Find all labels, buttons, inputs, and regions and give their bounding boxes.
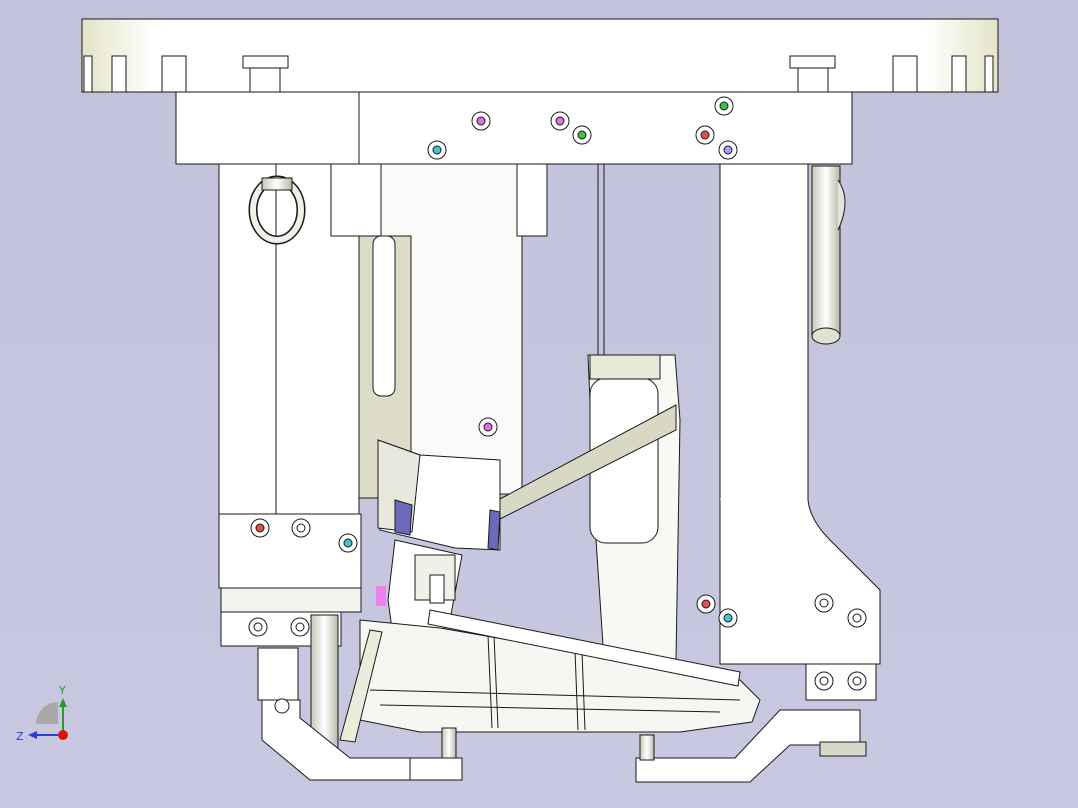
bolt bbox=[718, 608, 738, 628]
bolt bbox=[847, 608, 867, 628]
bolt bbox=[814, 671, 834, 691]
bolt bbox=[695, 125, 715, 145]
bolt-heads bbox=[248, 96, 867, 714]
bolt bbox=[427, 140, 447, 160]
eye-bolt bbox=[248, 175, 306, 245]
right-cylinder bbox=[811, 165, 841, 337]
bolt bbox=[471, 111, 491, 131]
top-plate-pins bbox=[83, 55, 994, 93]
x-axis-dot bbox=[58, 730, 68, 740]
right-bracket bbox=[719, 164, 881, 665]
bolt bbox=[814, 593, 834, 613]
bolt bbox=[248, 617, 268, 637]
top-plate bbox=[81, 18, 999, 93]
y-axis-arrow bbox=[59, 698, 67, 707]
bolt bbox=[250, 518, 270, 538]
bolt bbox=[572, 125, 592, 145]
accent-strip bbox=[376, 586, 386, 606]
bolt bbox=[478, 417, 498, 437]
bolt bbox=[291, 518, 311, 538]
lower-left-block bbox=[218, 513, 362, 589]
z-axis-label: Z bbox=[16, 730, 24, 743]
bolt bbox=[714, 96, 734, 116]
bolt bbox=[847, 671, 867, 691]
gripper-head bbox=[377, 439, 501, 551]
z-axis-arrow bbox=[28, 731, 37, 739]
bolt bbox=[290, 617, 310, 637]
bolt bbox=[550, 111, 570, 131]
bolt bbox=[338, 533, 358, 553]
bolt bbox=[718, 140, 738, 160]
bolt bbox=[696, 594, 716, 614]
y-axis-label: Y bbox=[58, 684, 66, 697]
axis-triad: Y Z bbox=[16, 684, 68, 743]
mount-block bbox=[175, 91, 853, 165]
bolt bbox=[274, 698, 290, 714]
